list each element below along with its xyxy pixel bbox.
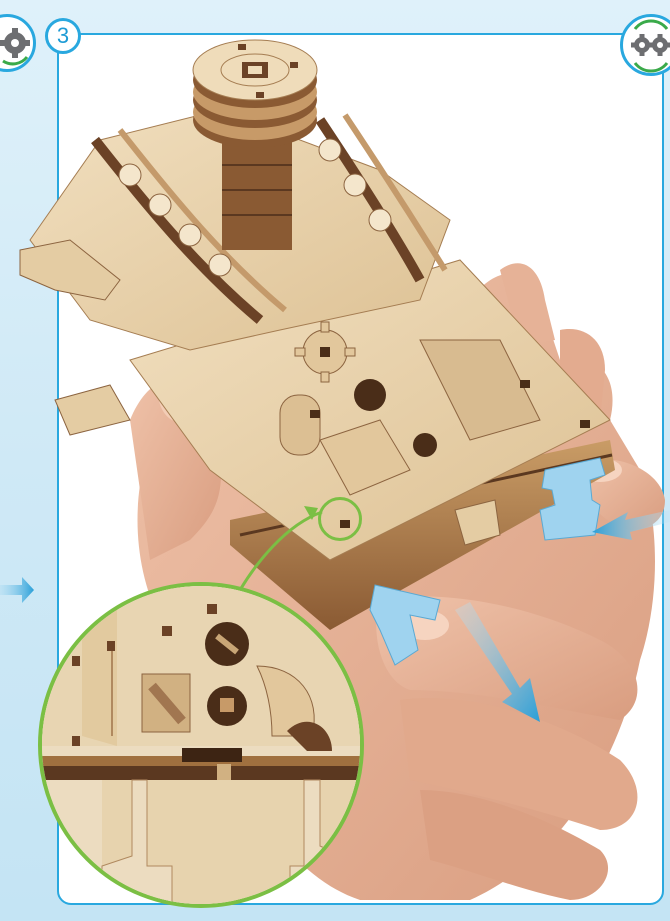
detail-marker (318, 497, 362, 541)
step-number-badge: 3 (45, 18, 81, 54)
blue-arrow-right-icon (0, 575, 34, 605)
zoom-detail-view (38, 582, 364, 908)
